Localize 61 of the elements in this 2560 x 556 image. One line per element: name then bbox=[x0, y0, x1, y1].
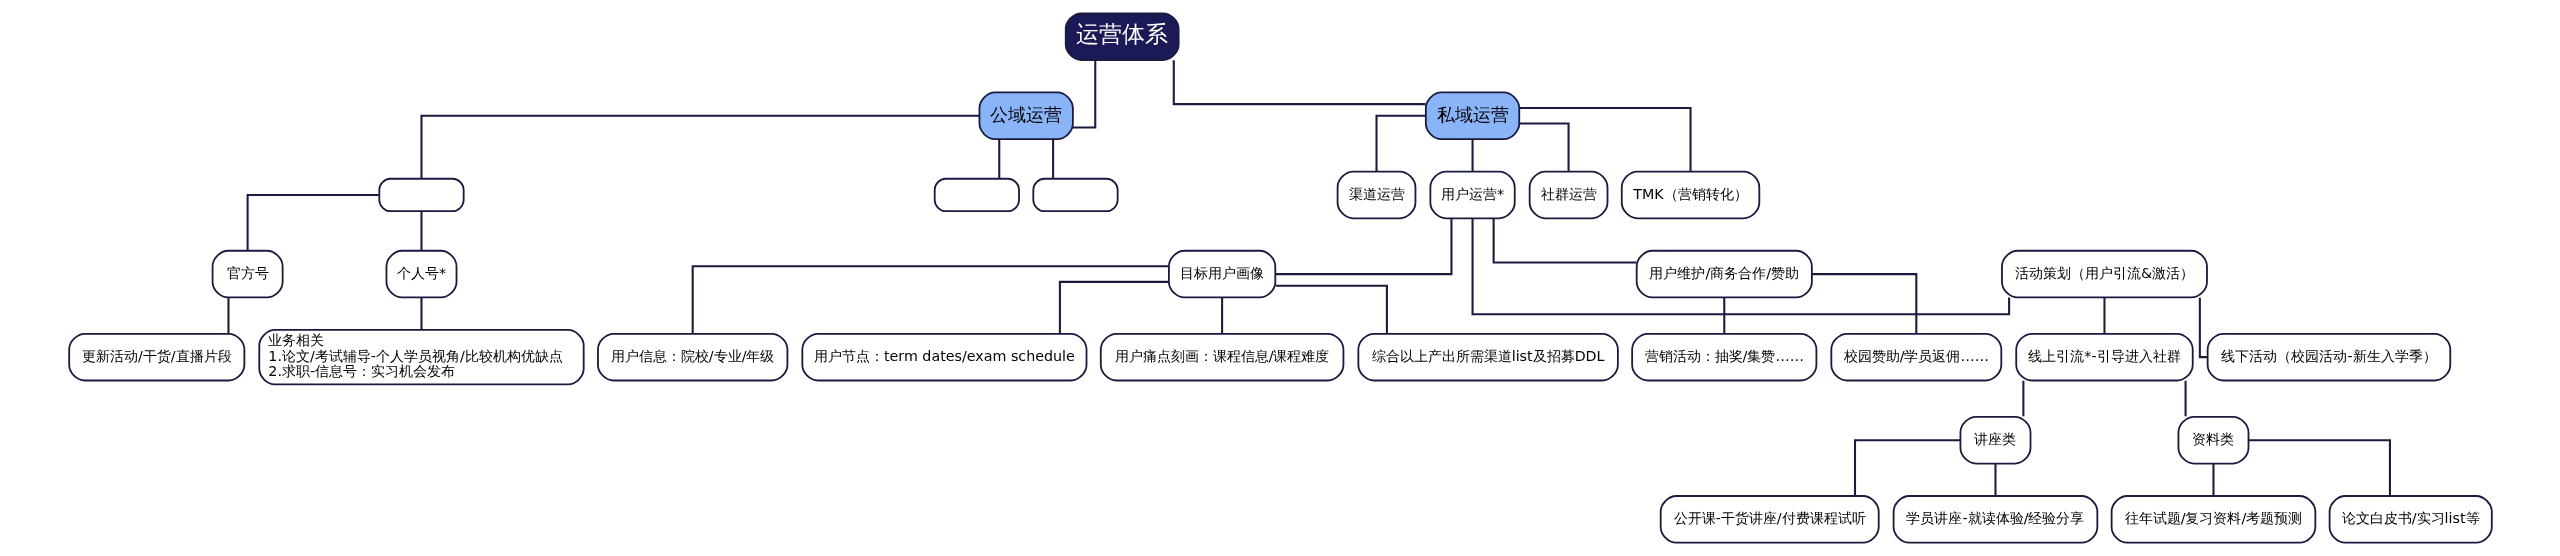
connector bbox=[1220, 297, 1223, 334]
node-box: 线下活动（校园活动-新生入学季） bbox=[2206, 332, 2451, 382]
node-box: 用户运营* bbox=[1428, 170, 1516, 220]
node-box: 往年试题/复习资料/考题预测 bbox=[2110, 495, 2316, 544]
connector bbox=[1058, 280, 1169, 334]
node-box: 渠道运营 bbox=[1336, 170, 1416, 220]
connector bbox=[2021, 380, 2024, 417]
node-box: 运营体系 bbox=[1064, 12, 1180, 61]
node-box: 讲座类 bbox=[1959, 415, 2031, 465]
connector bbox=[419, 297, 423, 330]
connector bbox=[1518, 122, 1570, 172]
node-box: 用户节点：term dates/exam schedule bbox=[800, 332, 1087, 382]
node-box: 公域运营 bbox=[978, 91, 1074, 141]
connector bbox=[1072, 60, 1096, 129]
node-box: 资料类 bbox=[2177, 415, 2249, 465]
connector bbox=[1051, 139, 1054, 179]
connector bbox=[997, 139, 1000, 179]
connector bbox=[1811, 273, 1917, 334]
connector bbox=[1375, 114, 1426, 172]
node-box: 目标用户画像 bbox=[1167, 249, 1276, 299]
connector bbox=[1471, 218, 2010, 316]
connector bbox=[1518, 106, 1692, 172]
node-box: 用户信息：院校/专业/年级 bbox=[596, 332, 788, 382]
connector bbox=[1471, 139, 1474, 172]
node-box bbox=[933, 177, 1020, 213]
node-box: 用户维护/商务合作/赞助 bbox=[1635, 249, 1813, 299]
node-box: 用户痛点刻画：课程信息/课程难度 bbox=[1099, 332, 1344, 382]
node-box: 活动策划（用户引流&激活） bbox=[2000, 249, 2208, 299]
node-box: 营销活动：抽奖/集赞…… bbox=[1630, 332, 1817, 382]
connector bbox=[1492, 218, 1636, 264]
connector bbox=[1993, 463, 1996, 496]
connector bbox=[2184, 380, 2187, 417]
node-box bbox=[377, 177, 465, 213]
connector bbox=[419, 114, 979, 179]
node-box: 官方号 bbox=[211, 249, 284, 299]
connector bbox=[246, 193, 379, 251]
node-box: 线上引流*-引导进入社群 bbox=[2014, 332, 2194, 382]
node-box: 学员讲座-就读体验/经验分享 bbox=[1892, 495, 2098, 544]
node-box: 个人号* bbox=[385, 249, 457, 299]
node-box: 更新活动/干货/直播片段 bbox=[67, 332, 245, 382]
connector bbox=[2198, 297, 2208, 359]
node-box: 论文白皮书/实习list等 bbox=[2328, 495, 2493, 544]
node-box: 业务相关 1.论文/考试辅导-个人学员视角/比较机构优缺点 2.求职-信息号：实习机会发布 bbox=[257, 329, 585, 386]
node-box: TMK（营销转化） bbox=[1620, 170, 1760, 220]
node-box: 公开课-干货讲座/付费课程试听 bbox=[1659, 495, 1880, 544]
connector bbox=[2102, 297, 2105, 334]
connector bbox=[691, 265, 1168, 334]
node-box bbox=[1031, 177, 1119, 213]
connector bbox=[419, 211, 423, 251]
connector bbox=[2211, 463, 2214, 496]
connector bbox=[1172, 60, 1426, 106]
connector bbox=[1275, 284, 1388, 334]
node-box: 私域运营 bbox=[1424, 91, 1520, 141]
connector bbox=[1275, 218, 1452, 276]
node-box: 综合以上产出所需渠道list及招募DDL bbox=[1356, 332, 1619, 382]
connector bbox=[1722, 297, 1725, 334]
connector bbox=[226, 297, 229, 334]
connector bbox=[2248, 439, 2391, 496]
node-box: 社群运营 bbox=[1528, 170, 1608, 220]
connector bbox=[1853, 439, 1960, 496]
node-box: 校园赞助/学员返佣…… bbox=[1829, 332, 2002, 382]
